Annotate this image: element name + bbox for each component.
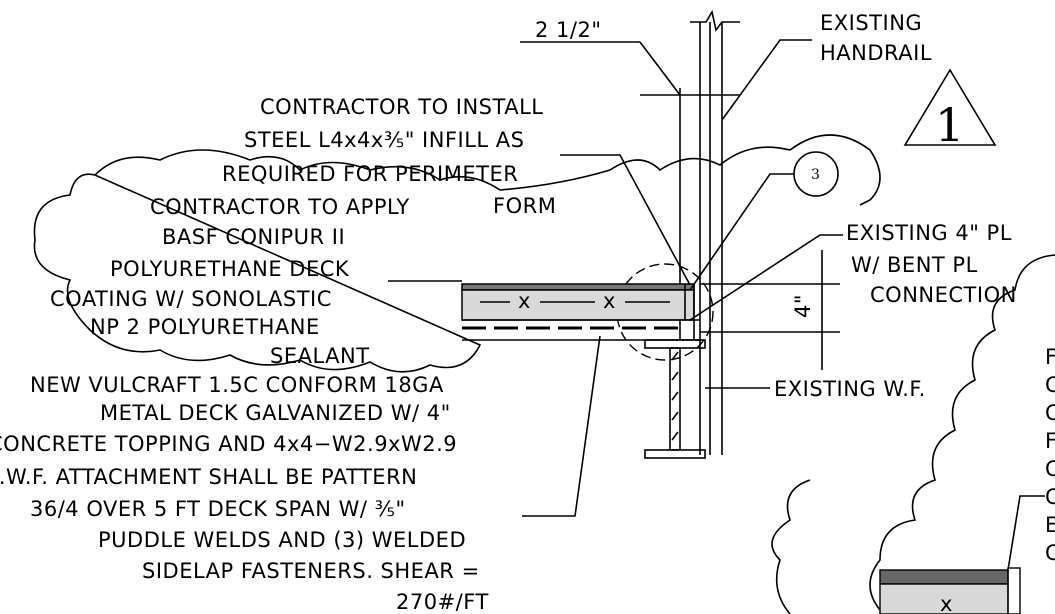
note-coating-6: SEALANT [270, 344, 370, 368]
note-deck-5: 36/4 OVER 5 FT DECK SPAN W/ ⅗" [30, 497, 406, 521]
dim-handrail-offset: 2 1/2" [535, 18, 602, 42]
note-existing-wf: EXISTING W.F. [774, 377, 926, 401]
detail-callout-number: 3 [811, 167, 820, 183]
note-infill-1: CONTRACTOR TO INSTALL [260, 95, 543, 119]
note-right-partial: C [1045, 485, 1055, 509]
leader-infill [560, 154, 691, 286]
note-right-partial: F [1045, 345, 1055, 369]
wf-hatch [671, 351, 679, 361]
revision-cloud-right [771, 254, 1055, 614]
wf-hatch [671, 411, 679, 421]
wf-hatch [671, 371, 679, 381]
note-coating-2: BASF CONIPUR II [162, 225, 345, 249]
right-detail-mark: x [940, 592, 953, 614]
leader-right-detail [1007, 495, 1045, 571]
right-detail-edge [1007, 567, 1021, 614]
note-right-partial: E [1045, 513, 1055, 537]
revision-number: 1 [935, 98, 964, 152]
wf-top-flange [644, 339, 706, 349]
note-right-partial: C [1045, 457, 1055, 481]
leader-handrail [721, 39, 812, 121]
note-right-partial: F [1045, 429, 1055, 453]
leader-deck [522, 335, 601, 517]
note-infill-4: FORM [493, 194, 556, 218]
note-deck-1: NEW VULCRAFT 1.5C CONFORM 18GA [30, 373, 444, 397]
note-deck-7: SIDELAP FASTENERS. SHEAR = [142, 559, 480, 583]
note-infill-2: STEEL L4x4x⅗" INFILL AS [244, 128, 524, 152]
note-existing-handrail-2: HANDRAIL [820, 41, 932, 65]
note-coating-1: CONTRACTOR TO APPLY [150, 195, 410, 219]
right-detail-topping [879, 569, 1009, 585]
concrete-slab [461, 289, 695, 321]
wf-hatch [671, 431, 679, 441]
note-existing-pl-3: CONNECTION [870, 283, 1017, 307]
break-line [690, 9, 740, 32]
note-right-partial: C [1045, 541, 1055, 565]
note-deck-2: METAL DECK GALVANIZED W/ 4" [100, 401, 451, 425]
note-coating-3: POLYURETHANE DECK [110, 257, 350, 281]
note-deck-3: CONCRETE TOPPING AND 4x4−W2.9xW2.9 [0, 432, 457, 456]
dimension-line [639, 41, 681, 96]
revision-cloud-left [33, 134, 881, 373]
note-coating-5: NP 2 POLYURETHANE [90, 315, 320, 339]
dim-slab-depth: 4" [791, 294, 815, 318]
note-infill-3: REQUIRED FOR PERIMETER [222, 162, 518, 186]
note-right-partial: C [1045, 401, 1055, 425]
concrete-mark: x [603, 289, 616, 313]
wf-hatch [671, 391, 679, 401]
note-existing-handrail-1: EXISTING [820, 11, 922, 35]
note-existing-pl-1: EXISTING 4" PL [846, 221, 1012, 245]
wf-bottom-flange [644, 449, 706, 459]
note-right-partial: C [1045, 373, 1055, 397]
slab-top [461, 283, 695, 291]
leader-existing-pl [689, 234, 843, 321]
concrete-mark: x [518, 289, 531, 313]
note-deck-6: PUDDLE WELDS AND (3) WELDED [98, 528, 466, 552]
revision-triangle [903, 68, 997, 146]
leader-callout [689, 173, 794, 291]
note-existing-pl-2: W/ BENT PL [851, 253, 978, 277]
note-deck-8: 270#/FT [396, 590, 489, 614]
note-coating-4: COATING W/ SONOLASTIC [50, 287, 332, 311]
note-deck-4: W.W.F. ATTACHMENT SHALL BE PATTERN [0, 465, 417, 489]
